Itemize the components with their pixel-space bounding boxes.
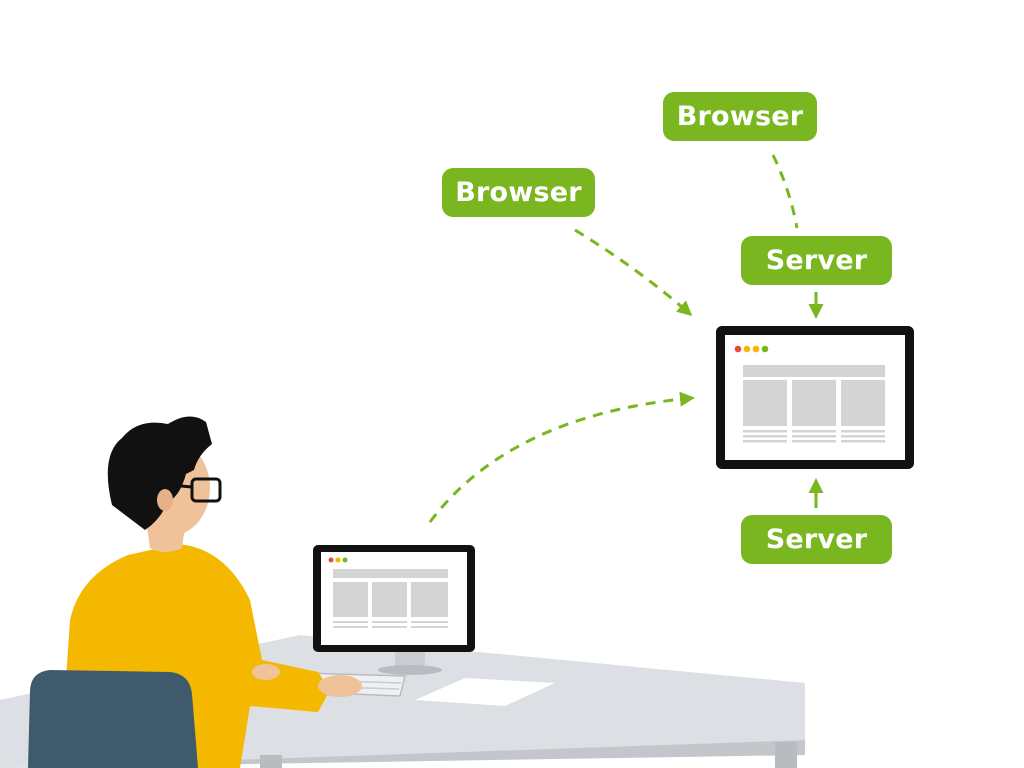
node-browser-top: Browser [663,92,817,141]
glasses-icon [169,477,222,503]
ear [157,489,173,511]
node-browser-left: Browser [442,168,595,217]
hand-right [318,675,362,697]
window-dot-green [761,345,769,353]
paper-sheet [415,678,555,706]
arm [205,600,330,712]
hair [107,416,212,530]
node-server-top: Server [741,236,892,285]
user-figure [60,416,362,768]
window-dot-yellow [743,345,751,353]
laptop-dot-yellow [335,557,341,563]
connector-browser-top-to-server [771,154,799,229]
window-dot-yellow-2 [752,345,760,353]
laptop-dot-red [328,557,334,563]
monitor-icon [716,326,914,469]
connector-laptop-to-monitor [428,391,695,523]
laptop-dot-green [342,557,348,563]
chair-icon [28,670,198,768]
window-dot-red [734,345,742,353]
laptop-icon [313,545,475,675]
hand-left [252,664,280,680]
connector-browser-left-to-monitor [574,228,693,316]
node-server-bottom: Server [741,515,892,564]
